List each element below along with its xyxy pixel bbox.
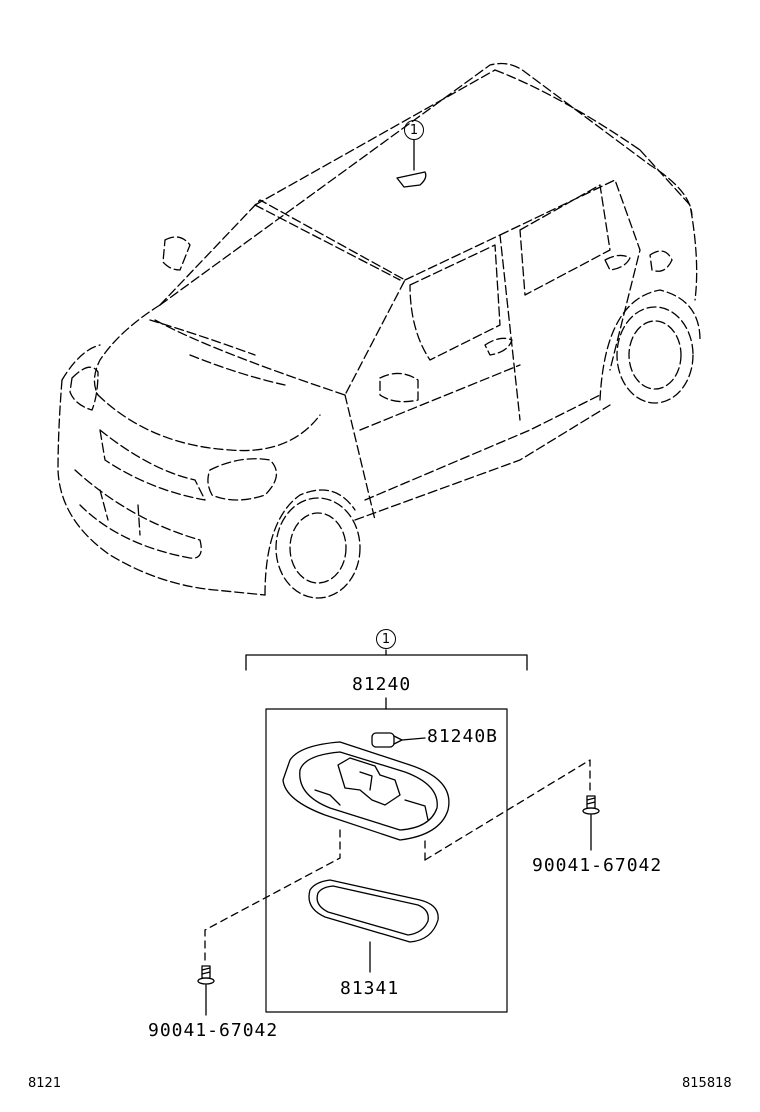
- footer-right-code: 815818: [682, 1076, 732, 1091]
- lens-shape: [308, 879, 439, 973]
- group-bracket: [245, 654, 528, 671]
- callout-roof-lamp: 1: [404, 120, 424, 140]
- roof-lamp-marker: [396, 171, 427, 188]
- part-label-assembly: 81240: [352, 674, 412, 695]
- callout-assembly-group: 1: [376, 629, 396, 649]
- lamp-housing-shape: [282, 741, 450, 841]
- car-illustration: [57, 62, 701, 599]
- bulb-shape: [371, 732, 426, 748]
- part-label-screw-left: 90041-67042: [148, 1020, 279, 1041]
- screw-right-shape: [582, 795, 600, 851]
- part-label-bulb: 81240B: [427, 726, 499, 747]
- screw-left-shape: [197, 965, 215, 1016]
- assembly-box: [265, 708, 508, 1013]
- part-label-lens: 81341: [340, 978, 400, 999]
- part-label-screw-right: 90041-67042: [532, 855, 663, 876]
- footer-left-code: 8121: [28, 1076, 62, 1091]
